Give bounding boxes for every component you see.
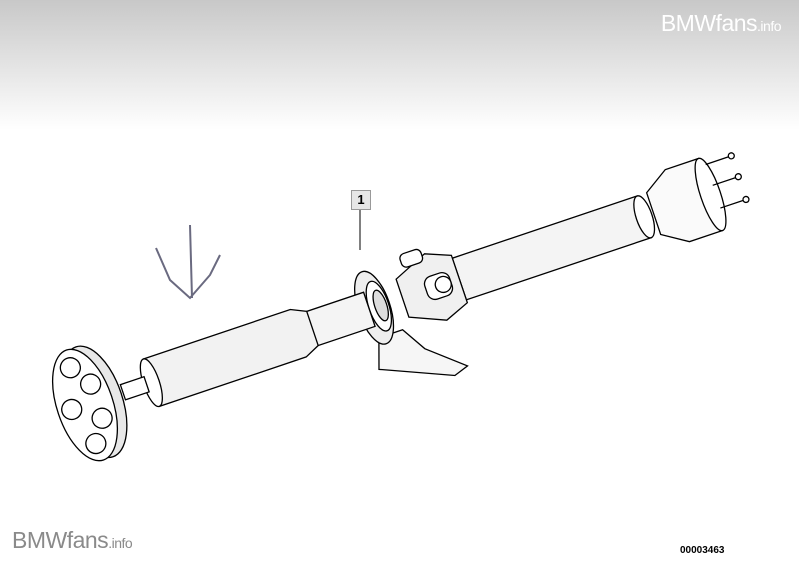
arrow-annotation: [155, 224, 221, 300]
rear-tube: [451, 195, 653, 301]
flex-disc: [52, 345, 128, 462]
watermark-brand: BMWfans: [660, 10, 758, 36]
watermark-brand: BMWfans: [12, 527, 109, 553]
diagram-number: 00003463: [680, 545, 725, 556]
bearing-bracket: [378, 329, 469, 377]
header-gradient: [0, 0, 799, 130]
watermark-top: BMWfans.info: [660, 10, 782, 37]
universal-joint: [395, 248, 469, 321]
front-tube: [142, 308, 319, 408]
callout-1[interactable]: 1: [351, 190, 371, 210]
watermark-bottom: BMWfans.info: [12, 527, 133, 554]
watermark-suffix: .info: [757, 18, 781, 34]
watermark-suffix: .info: [108, 535, 133, 551]
